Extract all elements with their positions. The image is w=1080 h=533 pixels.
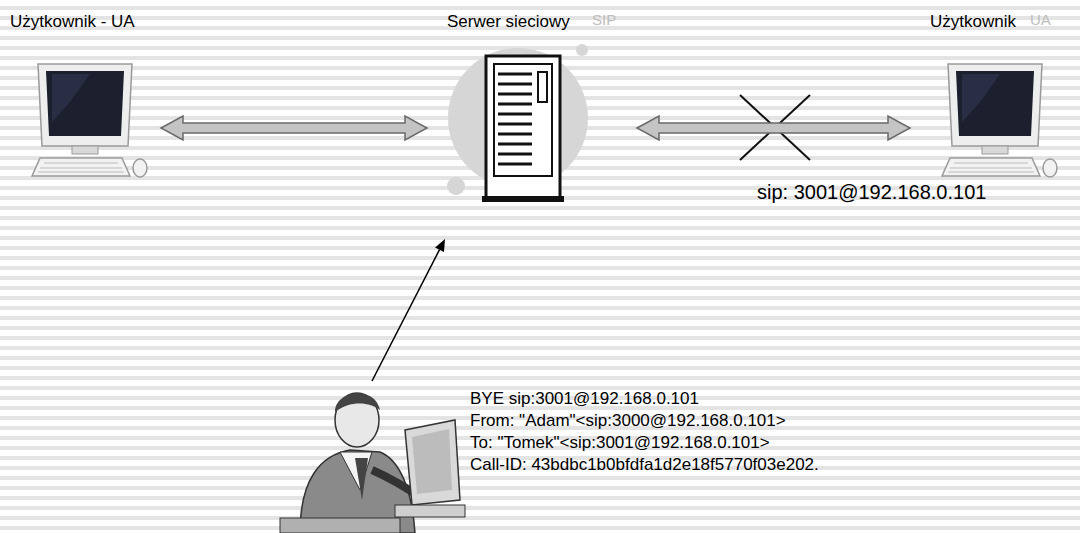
double-arrow: [637, 116, 910, 140]
watermark: SIP: [592, 11, 616, 28]
node-label: Użytkownik: [930, 12, 1016, 32]
node-text: BYE sip:3001@192.168.0.101: [470, 389, 699, 409]
user-agent: Użytkowniksip: 3001@192.168.0.101: [925, 8, 1075, 188]
node-text: From: "Adam"<sip:3000@192.168.0.101>: [470, 411, 786, 431]
double-arrow: [161, 116, 427, 140]
node-label: Użytkownik - UA: [10, 12, 135, 32]
node-text: sip: 3001@192.168.0.101: [757, 180, 986, 204]
computer-icon: [32, 64, 147, 177]
attack-arrow: [372, 239, 445, 381]
attacker-message: BYE sip:3001@192.168.0.101From: "Adam"<s…: [270, 385, 1030, 531]
sip-server: Serwer sieciowy: [430, 8, 600, 237]
node-text: Call-ID: 43bdbc1b0bfdfa1d2e18f5770f03e20…: [470, 455, 819, 475]
node-text: To: "Tomek"<sip:3001@192.168.0.101>: [470, 433, 770, 453]
attacker-figure: [280, 393, 465, 533]
watermark: UA: [1030, 11, 1051, 28]
node-label: Serwer sieciowy: [447, 12, 570, 32]
user-agent: Użytkownik - UA: [8, 8, 158, 188]
computer-icon: [942, 64, 1057, 177]
server-icon: [447, 44, 588, 202]
